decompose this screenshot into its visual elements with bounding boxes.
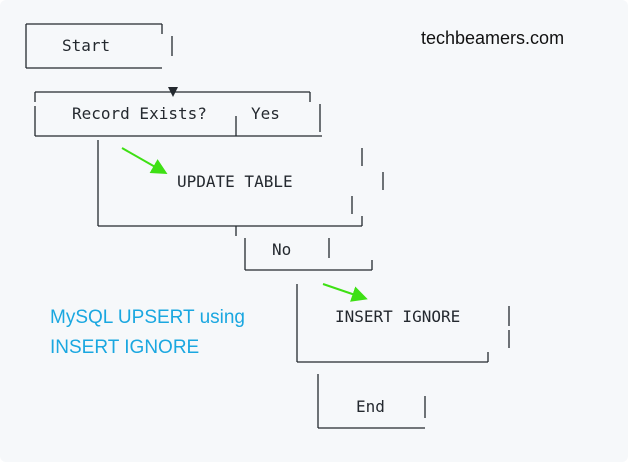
start-box-outline: [25, 23, 173, 69]
down-arrow-icon: [168, 87, 178, 97]
start-label: Start: [62, 36, 111, 55]
caption-line-1: MySQL UPSERT using: [50, 307, 246, 328]
no-box-outline: [235, 226, 373, 271]
decision-label: Record Exists?: [72, 104, 207, 123]
update-box-outline: [97, 140, 384, 227]
end-label: End: [356, 397, 385, 416]
update-table-label: UPDATE TABLE: [177, 172, 293, 191]
insert-ignore-label: INSERT IGNORE: [335, 307, 461, 326]
insert-box-outline: [296, 284, 510, 363]
pointer-arrow-update: [121, 147, 168, 174]
diagram-caption: MySQL UPSERT using INSERT IGNORE: [50, 303, 245, 363]
end-box-outline: [317, 374, 426, 429]
caption-line-2: INSERT IGNORE: [50, 337, 200, 358]
yes-label: Yes: [251, 104, 280, 123]
site-name: techbeamers.com: [421, 28, 565, 48]
pointer-arrow-insert: [322, 283, 368, 302]
no-label: No: [272, 240, 292, 259]
code-block: Start Record Exists? Yes UPDATE TABLE No…: [25, 23, 565, 429]
